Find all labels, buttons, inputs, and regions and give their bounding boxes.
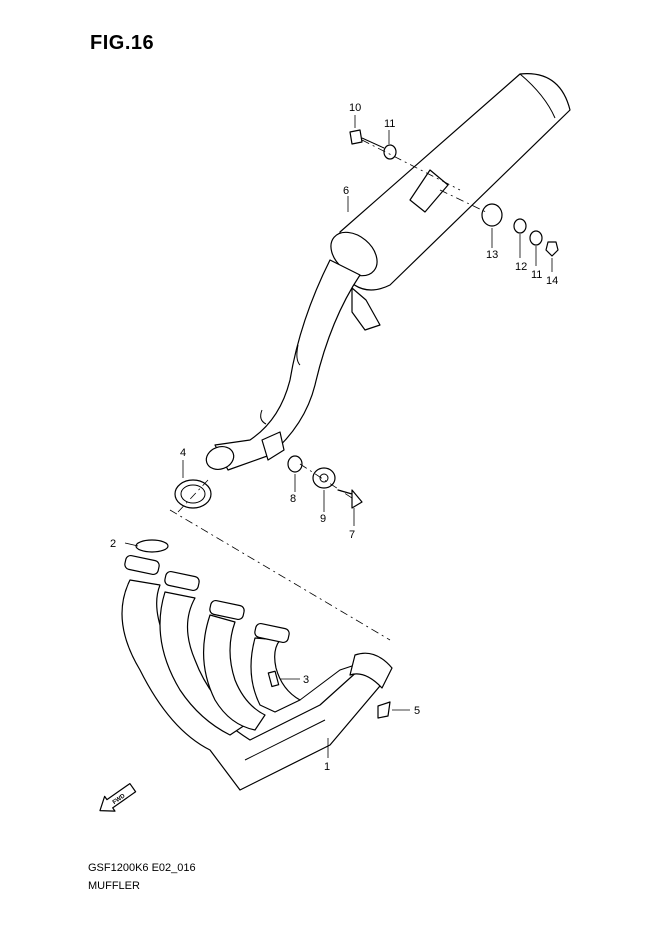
callout-1: 1	[324, 761, 330, 773]
washer-part-12	[513, 218, 527, 234]
figure-code: GSF1200K6 E02_016	[88, 862, 196, 874]
bolt-part-7	[337, 489, 363, 509]
washer-part-11-right	[529, 230, 543, 246]
callout-11-right: 11	[531, 269, 542, 281]
callout-numbers: 10 11 6 13 12 11 14 4 8 9 7 2 3 5 1	[110, 102, 558, 773]
callout-7: 7	[349, 529, 355, 541]
callout-9: 9	[320, 513, 326, 525]
callout-12: 12	[515, 261, 527, 273]
gasket-part-2	[135, 539, 169, 553]
connector-part-4	[174, 479, 212, 509]
leader-lines	[124, 115, 553, 758]
callout-5: 5	[414, 705, 420, 717]
callout-13: 13	[486, 249, 498, 261]
nut-part-14	[545, 241, 559, 257]
callout-11-top: 11	[384, 118, 395, 130]
stud-part-3	[267, 670, 280, 688]
exhaust-manifold-part-1	[121, 554, 393, 791]
cushion-part-13	[481, 203, 503, 227]
figure-name: MUFFLER	[88, 880, 140, 892]
collar-part-8	[287, 455, 303, 473]
callout-10: 10	[349, 102, 361, 114]
washer-part-11-top	[383, 144, 397, 160]
callout-3: 3	[303, 674, 309, 686]
figure-title: FIG.16	[90, 32, 155, 54]
callout-6: 6	[343, 185, 349, 197]
cushion-part-9	[312, 467, 336, 489]
callout-4: 4	[180, 447, 186, 459]
fwd-arrow-icon: FWD	[99, 782, 137, 812]
bolt-part-10	[349, 129, 385, 149]
muffler-part-6	[205, 73, 571, 471]
bolt-part-5	[377, 701, 391, 719]
assembly-lines	[169, 139, 487, 641]
callout-14: 14	[546, 275, 558, 287]
callout-8: 8	[290, 493, 296, 505]
callout-2: 2	[110, 538, 116, 550]
